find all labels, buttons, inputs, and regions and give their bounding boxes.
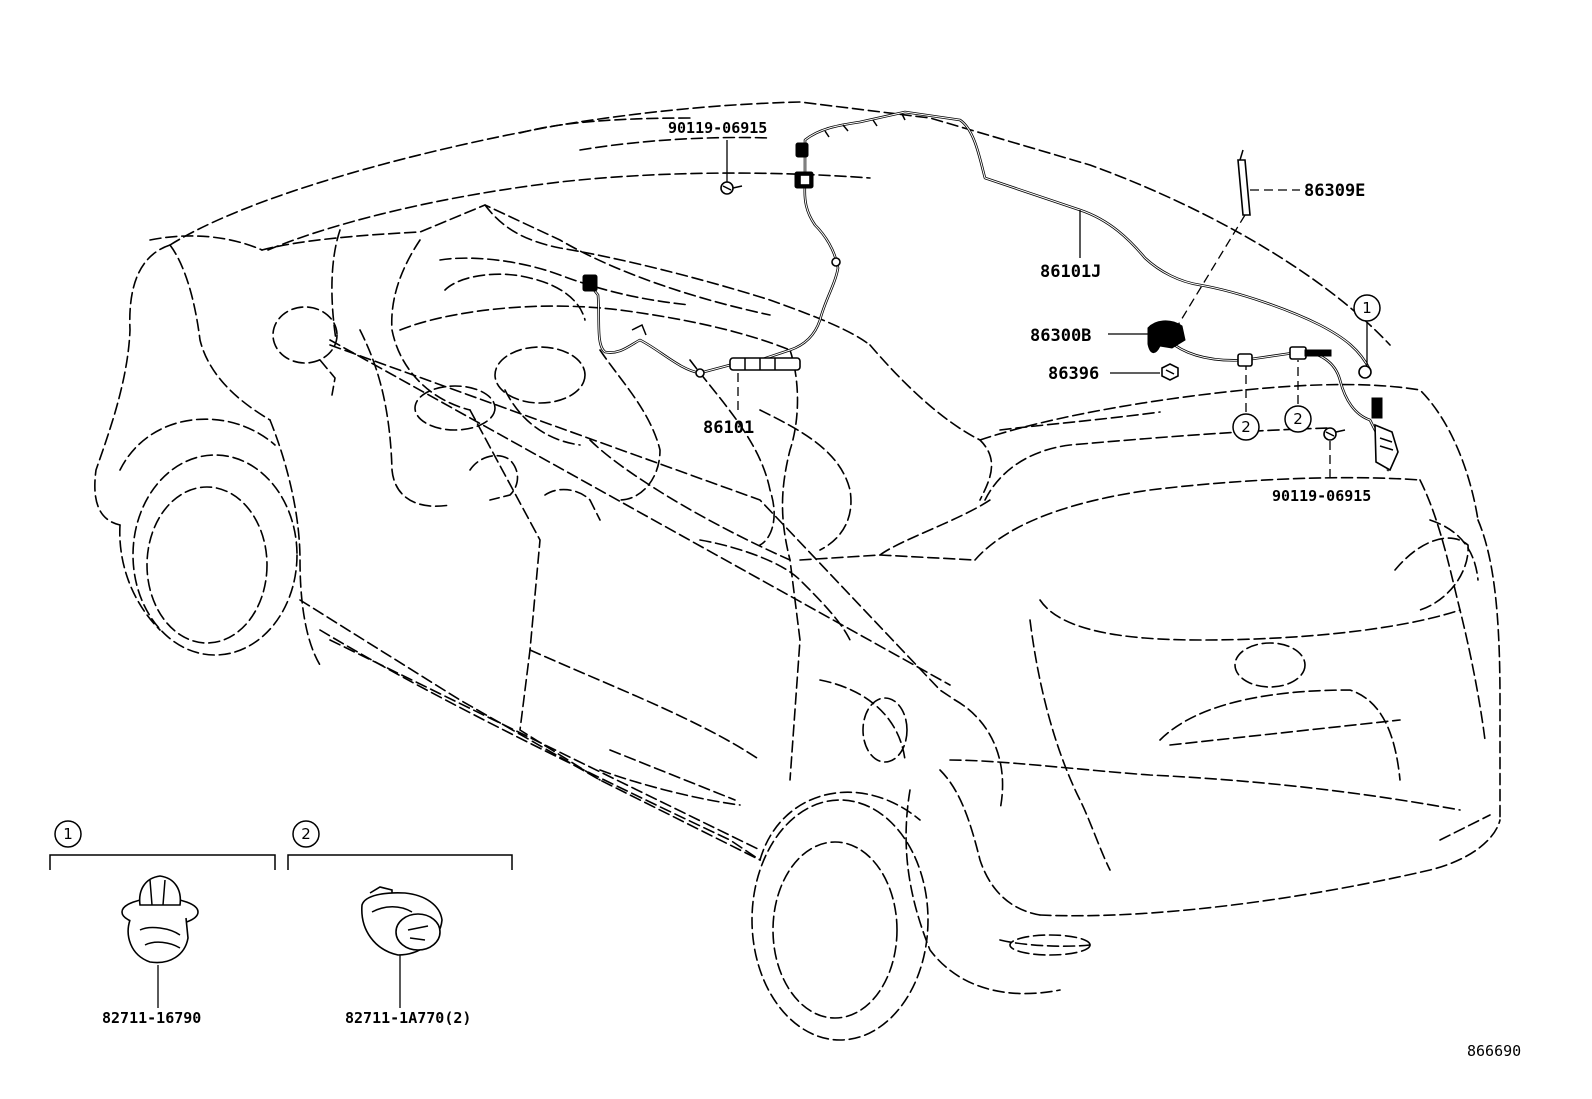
bolt-front-part — [720, 181, 743, 195]
label-nut: 86396 — [1048, 364, 1099, 384]
detail-group-2: 2 82711-1A770(2) — [287, 820, 513, 1027]
detail-group-1-number: 1 — [63, 825, 73, 843]
detail-group-2-number: 2 — [301, 825, 311, 843]
clamp-1-icon — [121, 875, 199, 964]
cord-clips — [582, 113, 1399, 472]
clamp-2-icon — [361, 886, 443, 956]
antenna-base-cable — [1166, 338, 1390, 472]
detail-group-1: 1 82711-16790 — [49, 820, 276, 1027]
figure-code: 866690 — [1467, 1042, 1521, 1060]
label-antenna-base: 86300B — [1030, 326, 1091, 346]
antenna-nut-part — [1161, 363, 1179, 381]
callout-2b-on-car: 2 — [1284, 405, 1312, 433]
label-bolt-front: 90119-06915 — [668, 119, 767, 137]
callout-1-on-car: 1 — [1353, 294, 1381, 322]
antenna-cord-front-wire — [588, 183, 840, 375]
svg-text:1: 1 — [1362, 299, 1372, 317]
label-clamp-2: 82711-1A770(2) — [345, 1009, 471, 1027]
label-bolt-rear: 90119-06915 — [1272, 487, 1371, 505]
antenna-cord-rear-wire — [803, 110, 1372, 372]
leader-lines — [726, 140, 1368, 478]
svg-text:2: 2 — [1293, 410, 1303, 428]
car-body-outline — [94, 101, 1501, 1041]
svg-text:2: 2 — [1241, 418, 1251, 436]
label-antenna-rod: 86309E — [1304, 181, 1365, 201]
label-clamp-1: 82711-16790 — [102, 1009, 201, 1027]
bolt-rear-part — [1323, 427, 1346, 441]
label-cord-rear: 86101J — [1040, 262, 1101, 282]
label-cord-front: 86101 — [703, 418, 754, 438]
antenna-rod-part — [1237, 149, 1251, 216]
callout-2a-on-car: 2 — [1232, 413, 1260, 441]
